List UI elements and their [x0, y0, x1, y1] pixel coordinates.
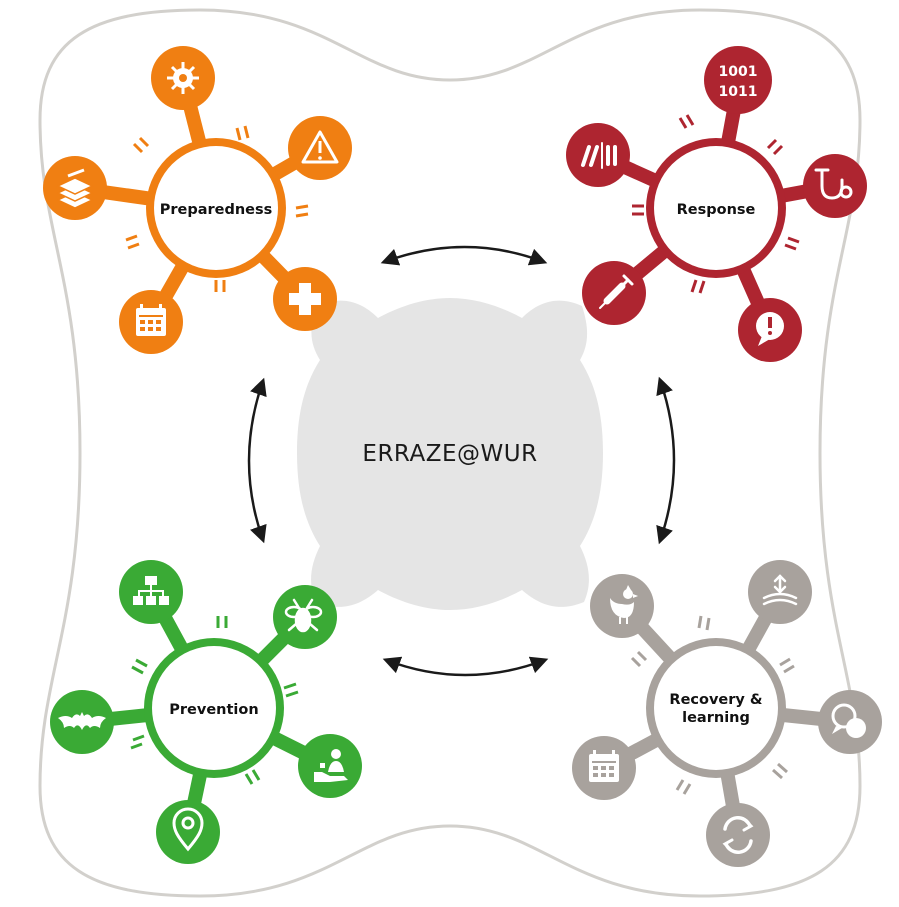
parallel-bars-icon	[581, 142, 617, 169]
care-hand-icon	[314, 749, 348, 782]
calendar-icon	[136, 304, 166, 336]
location-pin-icon	[172, 807, 204, 852]
layers-icon	[56, 168, 94, 209]
parallel-bars-icon-node	[566, 123, 630, 187]
arrow-bottom	[382, 656, 549, 677]
binary-code-icon: 1001 1011	[719, 64, 758, 100]
phase-label-prevention: Prevention	[169, 702, 258, 718]
binary-line-1: 1001	[719, 64, 758, 80]
phase-label-response: Response	[677, 202, 756, 218]
calendar-icon-recovery	[589, 750, 619, 782]
stethoscope-icon-node	[803, 154, 867, 218]
arrow-top	[380, 245, 548, 266]
alert-bubble-icon	[756, 312, 784, 346]
first-aid-icon	[289, 283, 321, 315]
phase-label-recovery-line-1: Recovery &	[669, 692, 762, 708]
refresh-icon	[722, 816, 754, 854]
phase-prevention: Prevention	[50, 560, 362, 864]
arrow-right	[656, 376, 676, 545]
chicken-icon	[610, 585, 638, 624]
phase-label-recovery-line-2: learning	[682, 710, 750, 726]
phase-preparedness: Preparedness	[43, 46, 352, 354]
center-label: ERRAZE@WUR	[362, 441, 537, 467]
compress-icon	[762, 574, 798, 606]
stethoscope-icon	[814, 168, 853, 200]
binary-line-2: 1011	[719, 84, 758, 100]
center-shape: ERRAZE@WUR	[297, 298, 603, 610]
arrow-left	[247, 377, 267, 544]
hierarchy-icon	[133, 576, 169, 605]
phase-response: Response 1001 1011	[566, 46, 867, 362]
insect-icon	[284, 598, 323, 633]
warning-icon	[301, 130, 339, 164]
location-pin-icon-node	[156, 800, 220, 864]
phase-recovery: Recovery & learning	[572, 560, 882, 867]
phase-label-preparedness: Preparedness	[160, 202, 273, 218]
bat-icon	[58, 712, 106, 730]
binary-code-icon-node	[704, 46, 772, 114]
virus-icon	[167, 62, 199, 94]
refresh-icon-node	[706, 803, 770, 867]
syringe-icon	[599, 274, 634, 309]
chat-icon	[831, 703, 866, 738]
